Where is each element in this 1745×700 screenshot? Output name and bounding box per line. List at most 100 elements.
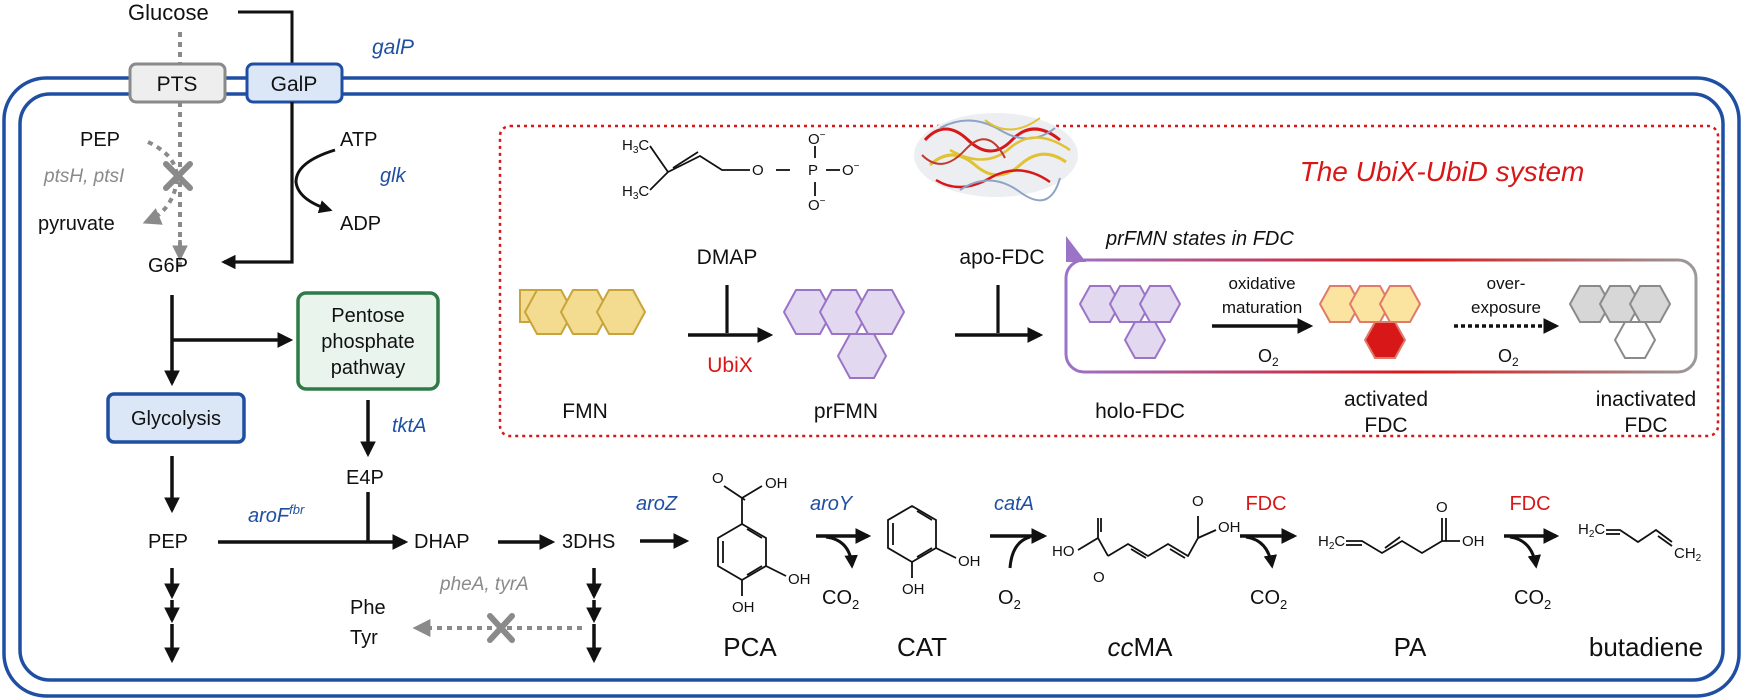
- butadiene-h2c: H2C: [1578, 521, 1605, 540]
- pentose-line-2: phosphate: [321, 331, 414, 353]
- pts-label: PTS: [157, 73, 198, 96]
- pa-oh: OH: [1462, 533, 1485, 550]
- activated-fdc-line-1: activated: [1344, 388, 1428, 411]
- cat-oh-bottom: OH: [902, 581, 925, 598]
- ccma-o-left: O: [1093, 569, 1105, 586]
- fdc1-co2-curve: [1245, 535, 1278, 569]
- o2-label-2: O2: [1498, 346, 1519, 369]
- prfmn-hexagons: [782, 289, 906, 379]
- pca-o-top: O: [712, 470, 724, 487]
- galp-to-g6p-arrow: [221, 102, 294, 270]
- tkta-gene-label: tktA: [392, 415, 426, 437]
- o2-label-3: O2: [998, 587, 1021, 612]
- apo-fdc-protein-picture: [914, 113, 1078, 202]
- phea-knockout-x-icon: [487, 613, 515, 643]
- cata-o2-curve: [1008, 535, 1031, 569]
- exposure-label: exposure: [1471, 298, 1541, 317]
- atp-adp-curve: [294, 148, 336, 214]
- inactivated-fdc-line-2: FDC: [1624, 414, 1667, 437]
- dhap-label: DHAP: [414, 531, 470, 553]
- butadiene-ch2: CH2: [1674, 545, 1702, 564]
- tyr-label: Tyr: [350, 627, 378, 649]
- butadiene-structure: [1606, 528, 1673, 547]
- dmap-h3c-bottom: H3C: [622, 183, 649, 202]
- ccma-oh-right: OH: [1218, 519, 1241, 536]
- ccma-structure: [1077, 516, 1217, 559]
- glycolysis-box: [106, 392, 246, 444]
- dmap-o-top: O−: [808, 130, 826, 148]
- co2-label-2: CO2: [1250, 587, 1287, 612]
- fdc-label-2: FDC: [1509, 493, 1550, 515]
- pa-structure: [1346, 518, 1460, 555]
- g6p-label: G6P: [148, 255, 188, 277]
- pep-pyruvate-dotted-arrow: [142, 140, 179, 225]
- pca-label: PCA: [723, 632, 777, 662]
- pep-bottom-label: PEP: [148, 531, 188, 553]
- oxidative-label: oxidative: [1228, 274, 1295, 293]
- pca-structure: [717, 485, 787, 596]
- o2-label-1: O2: [1258, 346, 1279, 369]
- holo-fdc-hexagons: [1078, 285, 1182, 359]
- galp-label: GalP: [271, 73, 318, 96]
- cata-gene-label: catA: [994, 493, 1034, 515]
- cell-membrane-inner: [18, 92, 1725, 682]
- fmn-hexagons: [519, 289, 647, 335]
- cat-structure: [887, 504, 957, 578]
- ubix-ubid-box: [498, 124, 1720, 438]
- aroy-gene-label: aroY: [810, 493, 854, 515]
- glucose-to-galp-line: [238, 10, 294, 64]
- arof-gene-label: aroFfbr: [248, 502, 305, 527]
- glycolysis-label: Glycolysis: [131, 408, 221, 430]
- cat-label: CAT: [897, 632, 947, 662]
- prfmn-label: prFMN: [814, 400, 878, 423]
- pca-oh-right: OH: [788, 571, 811, 588]
- ccma-o-right: O: [1192, 493, 1204, 510]
- glucose-label: Glucose: [128, 0, 209, 25]
- cell-membrane-outer: [2, 76, 1741, 698]
- holo-fdc-label: holo-FDC: [1095, 400, 1185, 423]
- inactivated-fdc-hexagons: [1568, 285, 1672, 359]
- atp-label: ATP: [340, 129, 377, 151]
- pentose-phosphate-box: [296, 291, 440, 391]
- pentose-line-1: Pentose: [331, 305, 404, 327]
- cat-oh-right: OH: [958, 553, 981, 570]
- adp-label: ADP: [340, 213, 381, 235]
- dmap-o-bottom: O−: [808, 196, 826, 214]
- dmap-p: P: [808, 162, 818, 179]
- inactivated-fdc-line-1: inactivated: [1596, 388, 1696, 411]
- dmap-o-right: O−: [842, 161, 860, 179]
- pyruvate-label: pyruvate: [38, 213, 115, 235]
- pa-h2c: H2C: [1318, 533, 1345, 552]
- galp-transporter: [245, 62, 344, 104]
- activated-fdc-hexagons: [1318, 285, 1422, 359]
- aroz-gene-label: aroZ: [636, 493, 678, 515]
- pts-knockout-x-icon: [163, 161, 193, 191]
- states-pointer-icon: [1066, 236, 1086, 262]
- pentose-line-3: pathway: [331, 357, 406, 379]
- pca-oh-bottom: OH: [732, 599, 755, 616]
- ccma-label: ccMA: [1108, 632, 1174, 662]
- fmn-label: FMN: [562, 400, 608, 423]
- 3dhs-label: 3DHS: [562, 531, 615, 553]
- pca-oh-top: OH: [765, 475, 788, 492]
- pts-genes-label: ptsH, ptsI: [43, 166, 125, 187]
- activated-fdc-line-2: FDC: [1364, 414, 1407, 437]
- ccma-ho-left: HO: [1052, 543, 1075, 560]
- aroy-co2-curve: [825, 535, 858, 569]
- pep-top-label: PEP: [80, 129, 120, 151]
- over-label: over-: [1487, 274, 1526, 293]
- co2-label-1: CO2: [822, 587, 859, 612]
- fdc2-co2-curve: [1509, 535, 1542, 569]
- ubix-ubid-title: The UbiX-UbiD system: [1300, 156, 1585, 187]
- fdc-label-1: FDC: [1245, 493, 1286, 515]
- phe-label: Phe: [350, 597, 386, 619]
- maturation-label: maturation: [1222, 298, 1302, 317]
- dmap-label: DMAP: [697, 246, 758, 269]
- ubix-label: UbiX: [707, 354, 753, 377]
- glk-gene-label: glk: [380, 165, 407, 187]
- states-box: [1064, 258, 1698, 374]
- phea-tyra-label: pheA, tyrA: [439, 574, 529, 595]
- dmap-structure: [649, 145, 840, 196]
- states-title: prFMN states in FDC: [1105, 228, 1294, 250]
